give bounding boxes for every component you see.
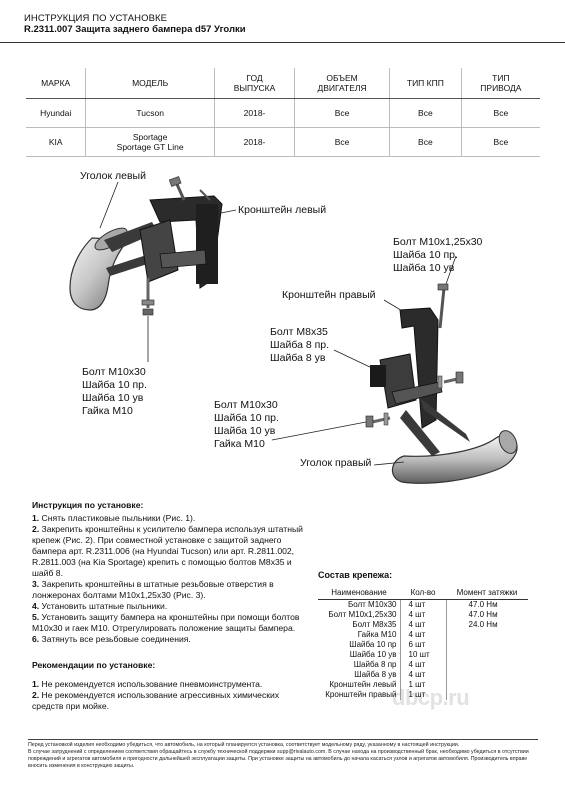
label-bracket-left: Кронштейн левый: [238, 204, 327, 216]
instruction-step: 2. Закрепить кронштейны к усилителю бамп…: [32, 524, 303, 578]
col-qty: Кол-во: [400, 586, 446, 600]
leader-line: [271, 421, 367, 441]
leader-line: [373, 461, 405, 466]
cell-year: 2018-: [213, 98, 295, 128]
fasteners-title: Состав крепежа:: [318, 570, 393, 580]
leader-line: [333, 349, 373, 369]
col-torque: Момент затяжки: [446, 586, 528, 600]
cell-gearbox: Все: [388, 127, 462, 157]
cell-year: 2018-: [213, 127, 295, 157]
col-gearbox: ТИП КПП: [388, 68, 462, 99]
cell-gearbox: Все: [388, 98, 462, 128]
label-corner-right: Уголок правый: [300, 457, 372, 469]
col-make: МАРКА: [26, 68, 86, 99]
label-bracket-right: Кронштейн правый: [282, 289, 376, 301]
bracket-left-part: [139, 195, 223, 289]
instruction-step: 4. Установить штатные пыльники.: [32, 601, 168, 611]
callout-left-bottom: Болт M10x30 Шайба 10 пр. Шайба 10 ув Гай…: [82, 366, 147, 417]
recommendation-item: 1. Не рекомендуется использование пневмо…: [32, 679, 263, 689]
col-name: Наименование: [318, 586, 400, 600]
leader-line: [99, 181, 119, 229]
installation-recommendations: Рекомендации по установке: 1. Не рекомен…: [32, 660, 302, 712]
table-row: Hyundai Tucson 2018- Все Все Все: [26, 98, 540, 128]
instruction-title: ИНСТРУКЦИЯ ПО УСТАНОВКЕ: [24, 13, 168, 24]
recommendation-item: 2. Не рекомендуется использование агресс…: [32, 690, 280, 711]
instruction-step: 6. Затянуть все резьбовые соединения.: [32, 634, 191, 644]
footer-disclaimer: Перед установкой изделия необходимо убед…: [28, 742, 529, 769]
cell-engine: Все: [294, 127, 390, 157]
recommendations-heading: Рекомендации по установке:: [32, 660, 156, 670]
corner-right-part: [391, 398, 518, 484]
bracket-right-part: [370, 307, 443, 429]
fasteners-table: Наименование Кол-во Момент затяжки Болт …: [318, 586, 528, 700]
cell-engine: Все: [294, 98, 390, 128]
leader-line: [383, 299, 405, 313]
bolt-icon: [141, 176, 211, 316]
callout-top-right: Болт M10x1,25x30 Шайба 10 пр. Шайба 10 у…: [393, 236, 483, 274]
assembly-drawing: [69, 176, 518, 484]
callout-m8: Болт M8x35 Шайба 8 пр. Шайба 8 ув: [270, 326, 330, 364]
bolt-icon: [365, 283, 464, 428]
instructions-heading: Инструкция по установке:: [32, 500, 144, 510]
header-divider: [0, 42, 565, 43]
fasteners-header: Наименование Кол-во Момент затяжки: [318, 586, 528, 600]
cell-make: Hyundai: [26, 98, 86, 128]
cell-drive: Все: [460, 127, 540, 157]
col-model: МОДЕЛЬ: [85, 68, 215, 99]
callout-mid-bottom: Болт M10x30 Шайба 10 пр. Шайба 10 ув Гай…: [214, 399, 279, 450]
cell-model: Tucson: [85, 98, 215, 128]
leader-line: [445, 255, 457, 285]
leader-line: [215, 209, 237, 215]
instruction-step: 3. Закрепить кронштейны в штатные резьбо…: [32, 579, 274, 600]
footer-divider: [28, 739, 538, 740]
cell-drive: Все: [460, 98, 540, 128]
instruction-step: 5. Установить защиту бампера на кронштей…: [32, 612, 300, 633]
label-corner-left: Уголок левый: [80, 170, 146, 182]
installation-instructions: Инструкция по установке: 1. Снять пласти…: [32, 500, 307, 645]
instruction-step: 1. Снять пластиковые пыльники (Рис. 1).: [32, 513, 196, 523]
cell-make: KIA: [26, 127, 86, 157]
product-title: R.2311.007 Защита заднего бампера d57 Уг…: [24, 24, 246, 35]
